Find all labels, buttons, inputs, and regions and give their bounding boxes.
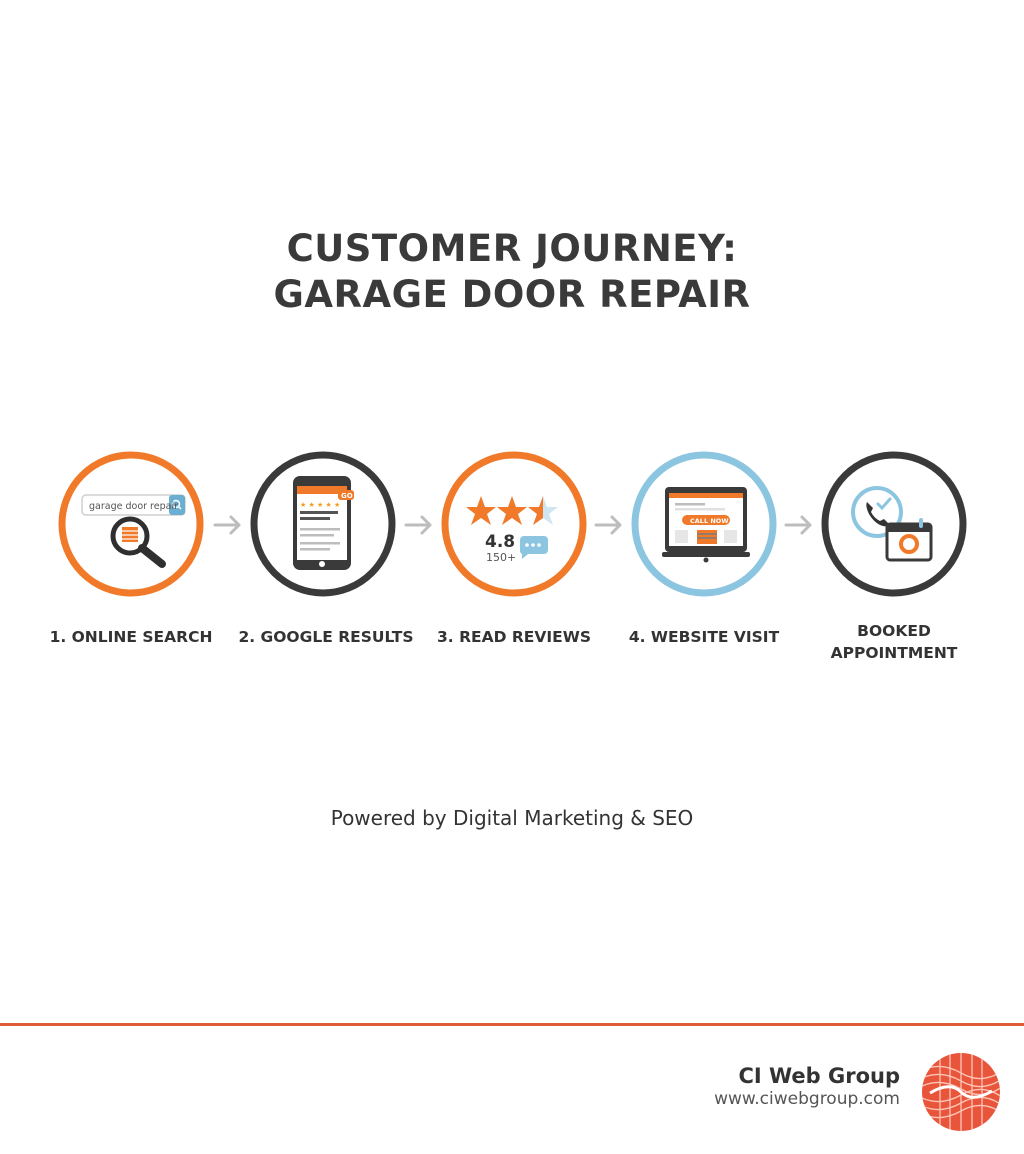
brand-name: CI Web Group (738, 1064, 900, 1088)
arrow-right-icon (404, 514, 434, 536)
brand-url: www.ciwebgroup.com (714, 1089, 900, 1109)
laptop-website-icon: CALL NOW (631, 451, 777, 597)
step-4-label: 4. WEBSITE VISIT (628, 628, 780, 646)
step-read-reviews: 4.8 150+ (440, 450, 588, 598)
rating-value: 4.8 (485, 532, 515, 552)
search-magnifier-icon: garage door repair (58, 451, 204, 597)
step-booked-appointment (820, 450, 968, 598)
phone-calendar-icon (821, 451, 967, 597)
review-count: 150+ (486, 551, 516, 564)
arrow-right-icon (784, 514, 814, 536)
step-5-label-line-1: BOOKED (857, 622, 931, 640)
step-online-search: garage door repair (57, 450, 205, 598)
search-box-text: garage door repair (89, 501, 178, 512)
step-1-label: 1. ONLINE SEARCH (49, 628, 213, 646)
tagline: Powered by Digital Marketing & SEO (330, 806, 694, 830)
svg-text:CALL NOW: CALL NOW (690, 517, 728, 525)
step-2-label: 2. GOOGLE RESULTS (238, 628, 414, 646)
title-line-2: GARAGE DOOR REPAIR (273, 273, 751, 316)
step-3-label: 3. READ REVIEWS (437, 628, 591, 646)
step-5-label-line-2: APPOINTMENT (830, 644, 958, 662)
step-google-results: GO ★ ★ ★ ★ ★ (249, 450, 397, 598)
star-rating-icon: 4.8 150+ (441, 451, 587, 597)
arrow-right-icon (594, 514, 624, 536)
svg-text:★ ★ ★ ★ ★: ★ ★ ★ ★ ★ (300, 501, 340, 509)
step-5-label: BOOKED APPOINTMENT (794, 620, 994, 664)
svg-text:GO: GO (341, 492, 353, 500)
page-title: CUSTOMER JOURNEY: GARAGE DOOR REPAIR (0, 226, 1024, 318)
title-line-1: CUSTOMER JOURNEY: (286, 227, 738, 270)
footer-divider (0, 1023, 1024, 1026)
brand-logo-icon (920, 1051, 1002, 1133)
step-website-visit: CALL NOW (630, 450, 778, 598)
smartphone-results-icon: GO ★ ★ ★ ★ ★ (250, 451, 396, 597)
arrow-right-icon (213, 514, 243, 536)
